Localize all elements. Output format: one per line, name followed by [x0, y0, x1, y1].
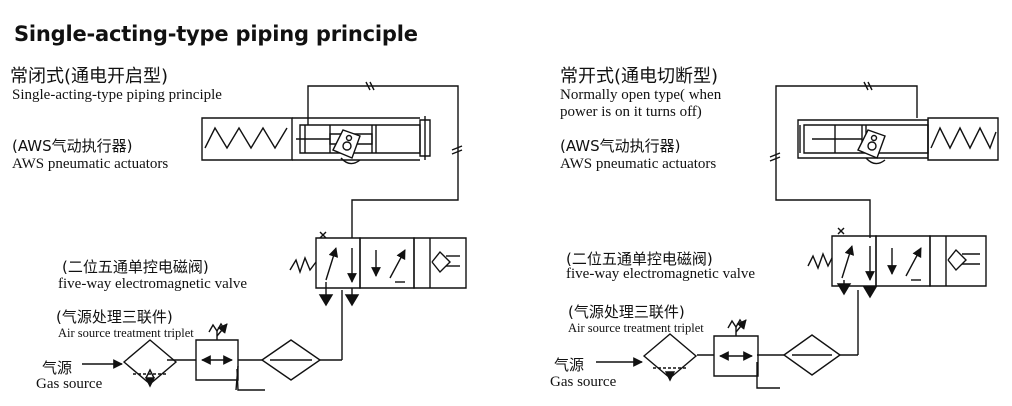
right-heading-en-line1: Normally open type( when [560, 87, 722, 103]
right-actuator-en: AWS pneumatic actuators [560, 156, 717, 172]
right-actuator-cn: (AWS气动执行器) [560, 137, 681, 155]
right-filter [644, 334, 696, 380]
right-lubricator [784, 335, 840, 375]
page-title: Single-acting-type piping principle [14, 22, 418, 46]
left-pipes [167, 82, 462, 390]
left-actuator [202, 116, 430, 164]
left-heading-en: Single-acting-type piping principle [12, 87, 222, 103]
left-triplet-en: Air source treatment triplet [58, 326, 194, 340]
right-actuator [798, 118, 998, 164]
right-circuit [596, 82, 998, 388]
left-valve-cn: (二位五通单控电磁阀) [62, 258, 209, 276]
left-regulator [196, 324, 238, 380]
right-triplet-en: Air source treatment triplet [568, 321, 704, 335]
right-valve-en: five-way electromagnetic valve [566, 266, 756, 282]
left-triplet-cn: (气源处理三联件) [56, 308, 173, 326]
left-filter [124, 340, 176, 386]
left-solenoid-valve [290, 232, 466, 305]
left-gas-cn: 气源 [42, 359, 73, 377]
right-regulator [714, 320, 758, 376]
right-heading-en-line2: power is on it turns off) [560, 104, 702, 120]
left-actuator-en: AWS pneumatic actuators [12, 156, 169, 172]
left-actuator-cn: (AWS气动执行器) [12, 137, 133, 155]
left-heading-cn: 常闭式(通电开启型) [10, 66, 169, 87]
left-gas-en: Gas source [36, 376, 103, 392]
right-valve-cn: (二位五通单控电磁阀) [566, 250, 713, 268]
right-gas-en: Gas source [550, 374, 617, 390]
right-solenoid-valve [808, 228, 986, 297]
right-pipes [697, 82, 917, 388]
left-valve-en: five-way electromagnetic valve [58, 276, 248, 292]
left-circuit [82, 82, 466, 390]
right-triplet-cn: (气源处理三联件) [568, 303, 685, 321]
right-heading-cn: 常开式(通电切断型) [560, 66, 719, 87]
right-gas-cn: 气源 [554, 356, 585, 374]
left-lubricator [262, 340, 320, 380]
